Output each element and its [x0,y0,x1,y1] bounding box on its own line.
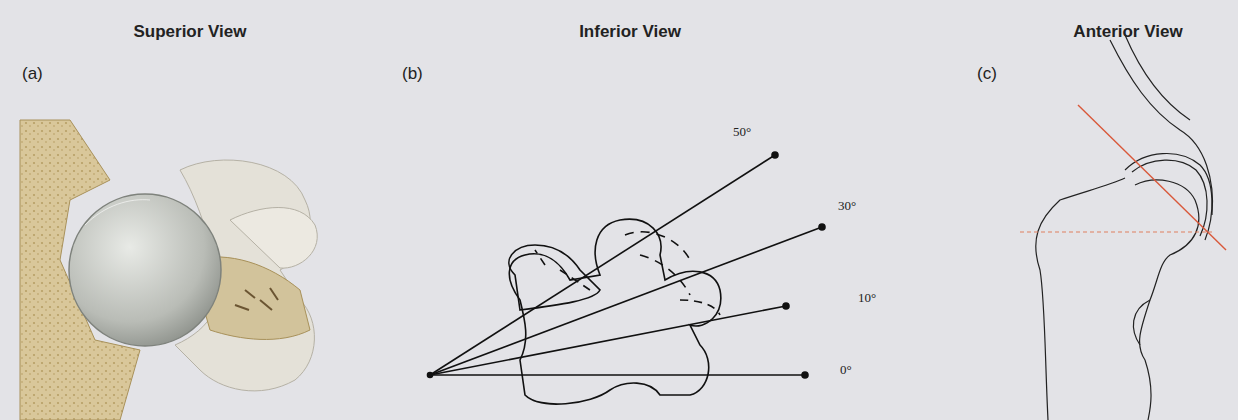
panel-letter: (b) [402,64,423,84]
horizontal-reference [1020,231,1212,232]
angle-label: 50° [733,124,751,140]
angle-label: 10° [858,290,876,306]
angle-label: 30° [838,198,856,214]
angle-diagram [428,152,826,404]
angle-label: 0° [840,362,852,378]
view-heading: Anterior View [1073,22,1182,42]
hip-illustration [20,120,317,420]
femur-outline [1036,35,1213,420]
panel-letter: (a) [22,64,43,84]
acetabular-line [1078,105,1226,250]
view-heading: Superior View [133,22,246,42]
panel-letter: (c) [977,64,997,84]
view-heading: Inferior View [579,22,681,42]
